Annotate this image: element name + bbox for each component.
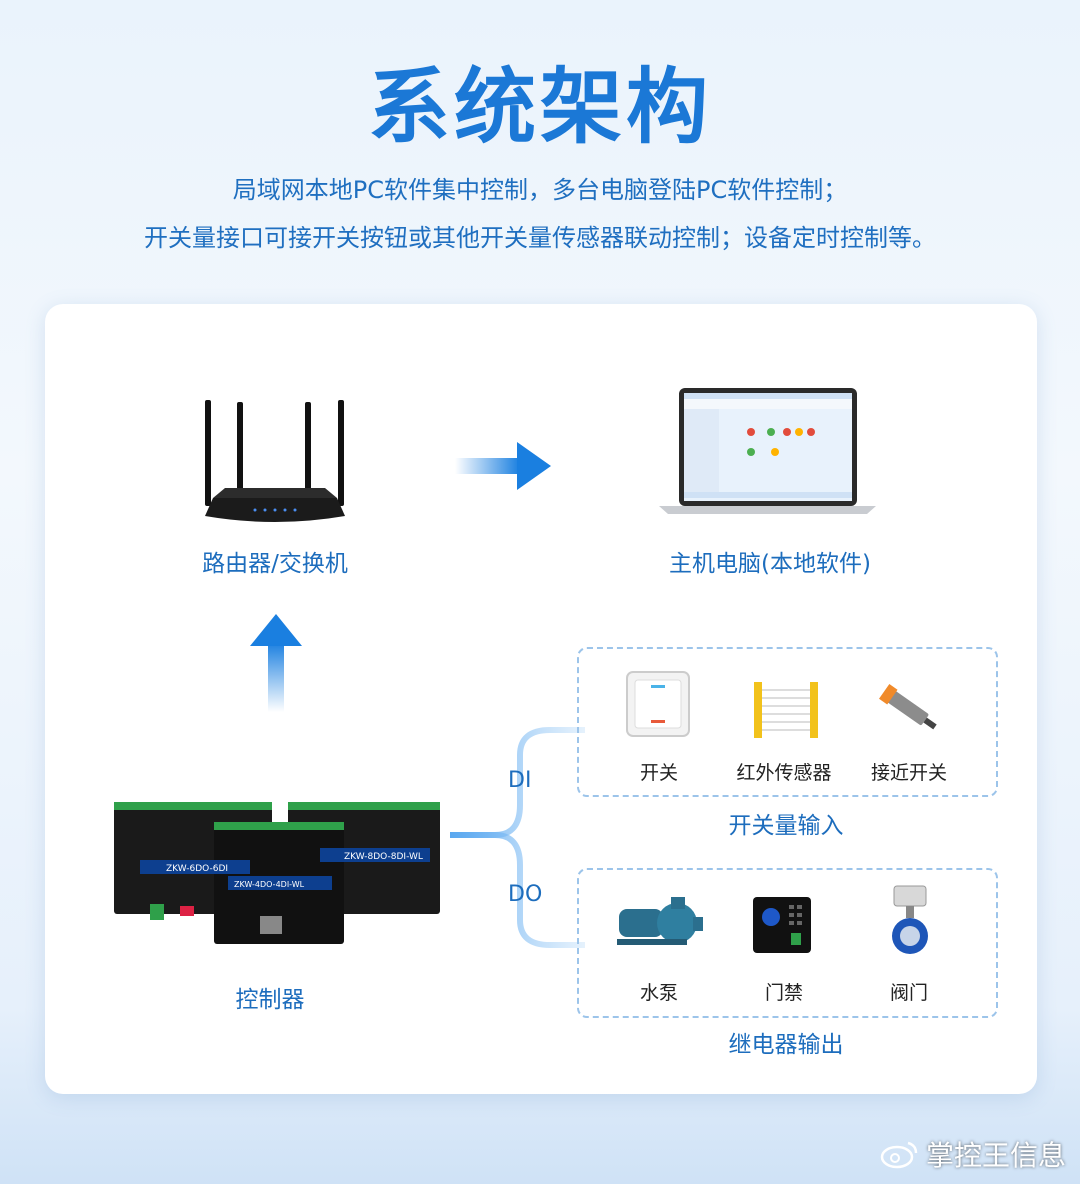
output-group-box bbox=[577, 868, 998, 1018]
subtitle-line-1: 局域网本地PC软件集中控制，多台电脑登陆PC软件控制； bbox=[232, 176, 848, 204]
output-item-pump: 水泵 bbox=[639, 982, 678, 1004]
output-item-valve: 阀门 bbox=[889, 982, 928, 1004]
input-item-infrared: 红外传感器 bbox=[736, 762, 832, 784]
laptop-icon bbox=[659, 388, 876, 514]
router-icon bbox=[205, 400, 345, 522]
switch-icon bbox=[626, 671, 690, 737]
page-title: 系统架构 bbox=[367, 60, 712, 155]
input-group-box bbox=[577, 647, 998, 797]
controller-devices-icon: ZKW-6DO-6DI ZKW-4DO-4DI-WL ZKW-8DO-8DI-W… bbox=[114, 802, 440, 944]
water-pump-icon bbox=[617, 897, 703, 945]
proximity-switch-icon bbox=[879, 684, 937, 730]
arrow-right-icon bbox=[455, 442, 551, 490]
input-item-proximity: 接近开关 bbox=[870, 762, 947, 784]
di-link-label: DI bbox=[508, 768, 532, 793]
pc-label: 主机电脑(本地软件) bbox=[669, 551, 871, 577]
watermark: 掌控王信息 bbox=[880, 1134, 1066, 1174]
valve-icon bbox=[892, 885, 928, 954]
do-link-label: DO bbox=[508, 882, 543, 907]
access-control-icon bbox=[753, 897, 811, 953]
input-item-switch: 开关 bbox=[639, 762, 678, 784]
infrared-sensor-icon bbox=[754, 682, 818, 738]
output-group-label: 继电器输出 bbox=[728, 1032, 844, 1058]
controller-model-1: ZKW-6DO-6DI bbox=[166, 864, 228, 874]
controller-label: 控制器 bbox=[235, 987, 305, 1013]
weibo-logo-icon bbox=[880, 1141, 918, 1169]
watermark-text: 掌控王信息 bbox=[925, 1139, 1066, 1172]
output-item-access: 门禁 bbox=[764, 982, 803, 1004]
subtitle-line-2: 开关量接口可接开关按钮或其他开关量传感器联动控制；设备定时控制等。 bbox=[144, 224, 936, 252]
router-label: 路由器/交换机 bbox=[202, 551, 348, 577]
branch-connector bbox=[450, 727, 585, 948]
arrow-up-icon bbox=[250, 614, 302, 712]
controller-model-3: ZKW-8DO-8DI-WL bbox=[344, 852, 423, 862]
input-group-label: 开关量输入 bbox=[728, 813, 844, 839]
controller-model-2: ZKW-4DO-4DI-WL bbox=[234, 880, 305, 889]
